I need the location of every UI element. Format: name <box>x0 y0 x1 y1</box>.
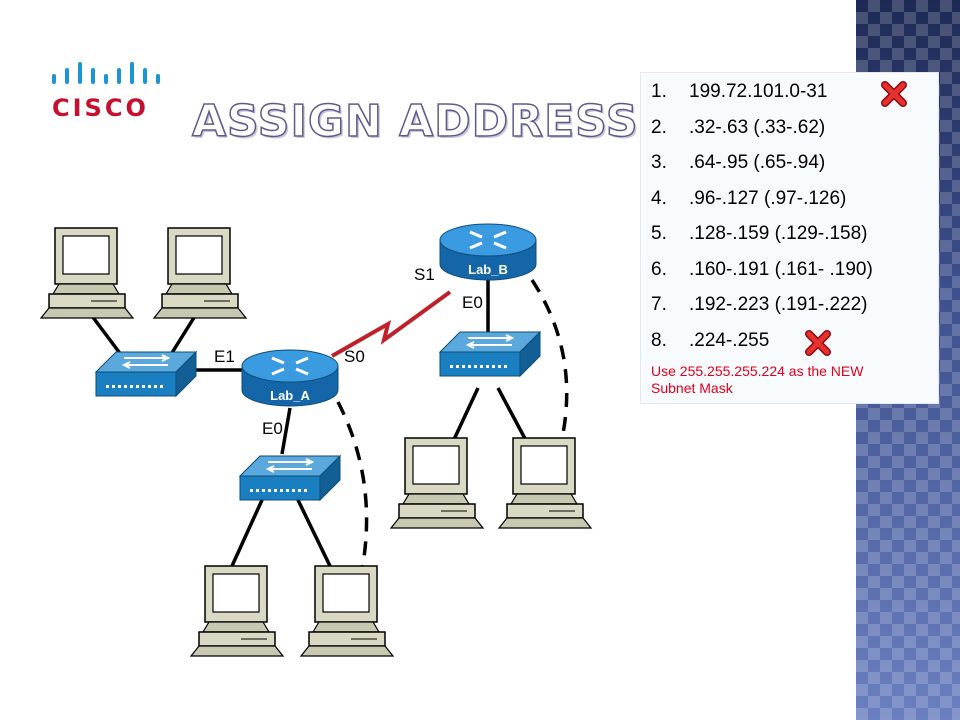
subnet-number: 5. <box>651 223 667 244</box>
cisco-logo: CISCO <box>50 60 170 122</box>
subnet-number: 6. <box>651 258 667 280</box>
subnet-number: 4. <box>651 187 667 209</box>
cisco-bars-icon <box>52 62 160 84</box>
subnet-number: 1. <box>651 81 667 102</box>
router-lab-a-label: Lab_A <box>270 388 310 403</box>
subnet-range: .96-.127 (.97-.126) <box>689 187 847 209</box>
subnet-item-2: 2. .32-.63 (.33-.62) <box>651 117 873 153</box>
cisco-wordmark: CISCO <box>52 94 149 122</box>
subnet-item-7: 7. .192-.223 (.191-.222) <box>651 294 873 330</box>
subnet-range: .128-.159 (.129-.158) <box>689 223 868 244</box>
subnet-number: 7. <box>651 294 667 315</box>
interface-lab-a-s0: S0 <box>344 347 365 366</box>
subnet-number: 3. <box>651 152 667 173</box>
subnet-number: 2. <box>651 116 667 138</box>
pc-right-2 <box>498 437 592 529</box>
note-line-2: Subnet Mask <box>651 380 733 396</box>
router-lab-b-label: Lab_B <box>468 262 508 277</box>
network-diagram: Lab_A Lab_B E1 S0 E0 S1 E0 <box>40 222 592 657</box>
subnet-number: 8. <box>651 329 667 351</box>
subnet-item-1: 1. 199.72.101.0-31 <box>651 81 907 117</box>
switch-lab-b <box>439 331 541 377</box>
pc-bottom-1 <box>190 565 284 657</box>
red-x-icon <box>881 81 907 107</box>
pc-top-left-1 <box>40 227 134 319</box>
subnet-item-3: 3. .64-.95 (.65-.94) <box>651 152 873 188</box>
subnet-range: .64-.95 (.65-.94) <box>689 152 826 173</box>
interface-lab-a-e0: E0 <box>262 419 283 438</box>
subnet-range: .32-.63 (.33-.62) <box>689 116 826 138</box>
subnet-item-6: 6. .160-.191 (.161- .190) <box>651 259 873 295</box>
switch-lab-a <box>239 455 341 501</box>
pc-bottom-2 <box>300 565 394 657</box>
pc-right-1 <box>390 437 484 529</box>
subnet-list-panel: 1. 199.72.101.0-31 2. .32-.63 (.33-.62) 3.… <box>640 72 939 404</box>
serial-link <box>331 290 452 358</box>
switch-left <box>95 351 197 397</box>
note-line-1: Use 255.255.255.224 as the NEW <box>651 363 864 379</box>
pc-top-left-2 <box>153 227 247 319</box>
subnet-list: 1. 199.72.101.0-31 2. .32-.63 (.33-.62) 3.… <box>651 81 907 366</box>
subnet-item-5: 5. .128-.159 (.129-.158) <box>651 223 873 259</box>
subnet-item-8: 8. .224-.255 <box>651 329 873 366</box>
interface-lab-b-s1: S1 <box>414 265 435 284</box>
subnet-range: 199.72.101.0-31 <box>689 81 828 102</box>
subnet-range: .224-.255 <box>689 329 770 351</box>
red-x-icon <box>805 329 831 356</box>
slide-title: ASSIGN ADDRESSES <box>191 95 703 148</box>
subnet-range: .160-.191 (.161- .190) <box>689 258 873 280</box>
subnet-mask-note: Use 255.255.255.224 as the NEW Subnet Ma… <box>651 363 931 397</box>
subnet-item-4: 4. .96-.127 (.97-.126) <box>651 188 873 224</box>
subnet-range: .192-.223 (.191-.222) <box>689 294 868 315</box>
interface-lab-b-e0: E0 <box>462 293 483 312</box>
interface-lab-a-e1: E1 <box>214 347 235 366</box>
